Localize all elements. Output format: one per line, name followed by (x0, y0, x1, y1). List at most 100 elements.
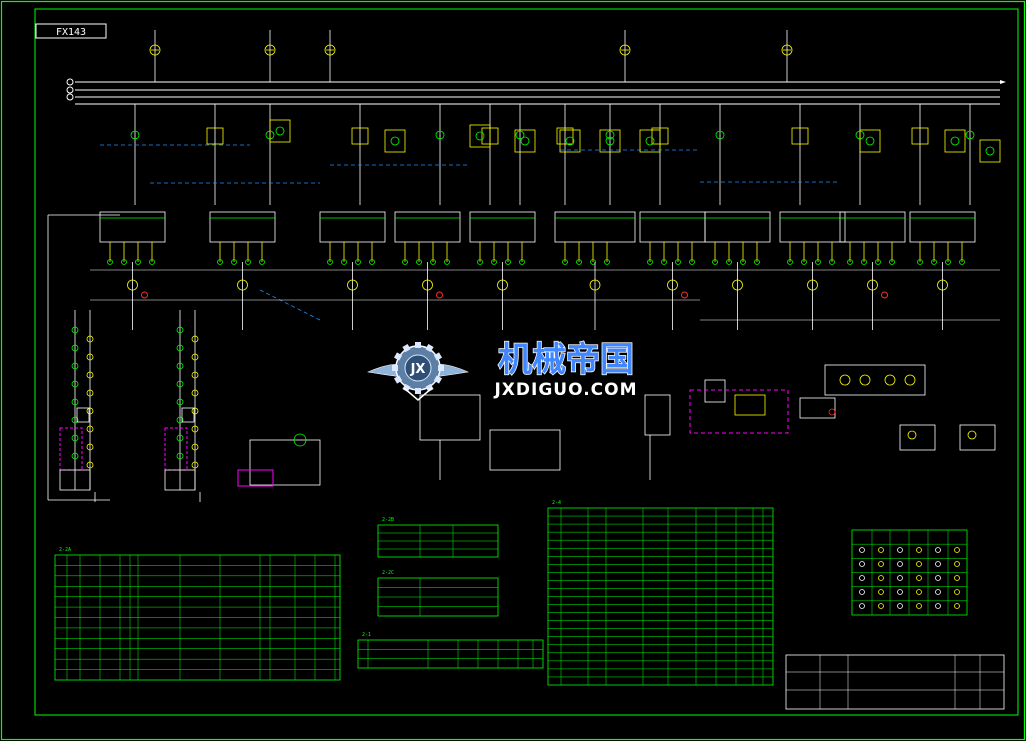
dosing-unit (206, 127, 224, 145)
valve-icon (217, 259, 223, 265)
alarm-indicator-icon (881, 291, 888, 299)
legend-symbol-icon (859, 603, 865, 609)
column-valve-icon (86, 443, 94, 451)
legend-symbol-icon (954, 589, 960, 595)
valve-icon (491, 259, 497, 265)
valve-icon (121, 259, 127, 265)
column-valve-icon (86, 407, 94, 415)
column-valve-icon (191, 407, 199, 415)
transfer-pump-icon (347, 279, 358, 291)
dosing-unit (351, 127, 369, 145)
legend-symbol-icon (954, 575, 960, 581)
valve-icon (754, 259, 760, 265)
pump-icon (645, 136, 655, 146)
process-tank (779, 211, 846, 243)
gear-tooth (425, 383, 434, 393)
valve-icon (369, 259, 375, 265)
process-tank (909, 211, 976, 243)
column-valve-icon (71, 434, 79, 442)
legend-symbol-icon (897, 575, 903, 581)
valve-icon (815, 259, 821, 265)
transfer-pump-icon (807, 279, 818, 291)
watermark-en-text: JXDIGUO.COM (493, 380, 637, 400)
legend-symbol-icon (954, 603, 960, 609)
column-valve-icon (86, 371, 94, 379)
highlight-zone (237, 469, 274, 487)
gear-tooth (393, 375, 403, 384)
legend-symbol-icon (916, 561, 922, 567)
legend-symbol-icon (897, 547, 903, 553)
legend-symbol-icon (859, 589, 865, 595)
clarifier-box (419, 394, 481, 441)
process-area (100, 104, 1001, 321)
column-valve-icon (191, 389, 199, 397)
gear-wing-logo-icon: JX (366, 342, 470, 401)
valve-icon (661, 259, 667, 265)
process-tank (209, 211, 276, 243)
valve-icon (959, 259, 965, 265)
legend-symbol-icon (935, 603, 941, 609)
gear-tooth (415, 342, 421, 348)
feed-valve-icon (324, 44, 336, 56)
dosing-skid (859, 129, 881, 153)
chemical-skid (824, 364, 926, 396)
sludge-tank (489, 429, 561, 471)
dosing-skid (599, 129, 621, 153)
dosing-skid (384, 129, 406, 153)
agitator-icon (967, 430, 977, 440)
pump-icon (275, 126, 285, 136)
title-block (785, 654, 1005, 710)
column-valve-icon (191, 335, 199, 343)
process-tank (639, 211, 706, 243)
process-tank (704, 211, 771, 243)
valve-icon (259, 259, 265, 265)
watermark: JX 机械帝国 JXDIGUO.COM (366, 339, 637, 401)
process-tank (99, 211, 166, 243)
filter-press (734, 394, 766, 416)
svg-text:JX: JX (410, 362, 426, 377)
dosing-box (799, 397, 836, 419)
column-valve-icon (176, 452, 184, 460)
dosing-skid (514, 129, 536, 153)
alarm-indicator-icon (141, 291, 148, 299)
legend-symbol-icon (897, 589, 903, 595)
legend-symbol-icon (878, 603, 884, 609)
pump-icon (605, 136, 615, 146)
process-tank (469, 211, 536, 243)
blower-icon (293, 433, 307, 447)
column-valve-icon (71, 362, 79, 370)
column-valve-icon (71, 380, 79, 388)
column-valve-icon (191, 425, 199, 433)
legend-symbol-icon (878, 561, 884, 567)
pump-icon (475, 131, 485, 141)
column-valve-icon (191, 371, 199, 379)
gear-tooth (402, 343, 411, 353)
valve-icon (562, 259, 568, 265)
sump-box (59, 469, 91, 491)
transfer-pump-icon (667, 279, 678, 291)
valve-icon (875, 259, 881, 265)
column-valve-icon (86, 461, 94, 469)
metering-pump-icon (904, 374, 916, 386)
dosing-skid (469, 124, 491, 148)
pump-icon (950, 136, 960, 146)
left-filter-columns (47, 214, 201, 502)
legend-symbol-icon (916, 547, 922, 553)
column-valve-icon (176, 416, 184, 424)
agitator-icon (907, 430, 917, 440)
alarm-indicator-icon (436, 291, 443, 299)
alarm-indicator-icon (828, 408, 836, 416)
column-valve-icon (86, 389, 94, 397)
process-tank (839, 211, 906, 243)
feed-valve-icon (264, 44, 276, 56)
valve-icon (675, 259, 681, 265)
valve-icon (231, 259, 237, 265)
sump-box (164, 469, 196, 491)
flow-instrument-icon (130, 130, 140, 140)
storage-tank (899, 424, 936, 451)
valve-icon (917, 259, 923, 265)
valve-icon (647, 259, 653, 265)
valve-icon (416, 259, 422, 265)
gear-tooth (392, 365, 398, 371)
